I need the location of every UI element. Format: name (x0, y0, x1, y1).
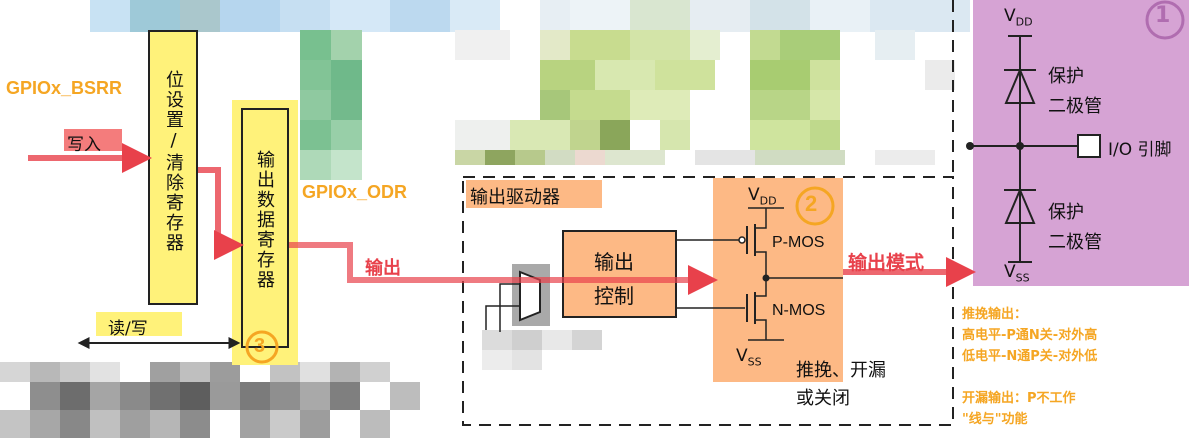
output-arrow (289, 242, 718, 295)
output-control-label-2: 控制 (594, 284, 634, 308)
pushpull-label-2: 或关闭 (796, 388, 850, 409)
output-driver-dashed-box (462, 176, 954, 426)
protect-top-label-2: 二极管 (1048, 96, 1102, 117)
output-driver-label-bg (466, 180, 602, 208)
mosaic-odr (300, 30, 362, 180)
set-clear-register-label: 位设置/清除寄存器 (163, 70, 184, 253)
circle-2 (795, 186, 835, 226)
circle-1 (1145, 0, 1185, 40)
mosaic-bottom (0, 362, 450, 438)
driver-transistor-panel (713, 178, 843, 382)
mosaic-mux-inputs (482, 330, 602, 370)
io-pin-label: I/O 引脚 (1108, 140, 1172, 160)
circle-3 (245, 330, 279, 364)
right-vss-label: VSS (1004, 262, 1030, 285)
note-opendrain-line: "线与"功能 (962, 412, 1028, 427)
output-arrow-label: 输出 (365, 258, 401, 279)
write-label: 写入 (67, 135, 101, 155)
vdd-label: VDD (748, 185, 777, 208)
write-label-bg (64, 129, 122, 151)
notes-block: 推挽输出： 高电平-P通N关-对外高 低电平-N通P关-对外低 开漏输出：P不工… (962, 304, 1097, 430)
read-write-label: 读/写 (108, 319, 148, 339)
vss-label: VSS (736, 346, 762, 369)
mosaic-middle (455, 30, 965, 165)
note-pushpull-low: 低电平-N通P关-对外低 (962, 349, 1098, 364)
protect-top-label-1: 保护 (1048, 66, 1084, 87)
output-data-register-box (241, 108, 289, 348)
circle-3-label: 3 (254, 335, 266, 357)
bsrr-label: GPIOx_BSRR (6, 78, 123, 98)
circle-1-label: 1 (1155, 3, 1171, 28)
pmos-label: P-MOS (772, 234, 825, 251)
protect-bot-label-1: 保护 (1048, 202, 1084, 223)
output-driver-label: 输出驱动器 (470, 187, 560, 208)
note-pushpull-high: 高电平-P通N关-对外高 (962, 328, 1098, 343)
read-write-label-bg (96, 312, 182, 336)
note-opendrain-title: 开漏输出：P不工作 (962, 391, 1076, 406)
set-to-odr-arrow (198, 167, 244, 260)
pushpull-label-1: 推挽、开漏 (796, 360, 886, 381)
protect-bot-label-2: 二极管 (1048, 232, 1102, 253)
output-data-register-label: 输出数据寄存器 (254, 150, 275, 290)
nmos-label: N-MOS (772, 302, 826, 319)
right-vdd-label: VDD (1004, 6, 1033, 29)
io-pin-square (1077, 134, 1101, 158)
odr-label: GPIOx_ODR (302, 182, 408, 202)
output-mode-label: 输出模式 (848, 252, 925, 274)
output-control-box (562, 230, 677, 318)
circle-2-label: 2 (805, 191, 818, 216)
note-pushpull-title: 推挽输出： (962, 307, 1028, 322)
output-control-label-1: 输出 (594, 250, 634, 274)
